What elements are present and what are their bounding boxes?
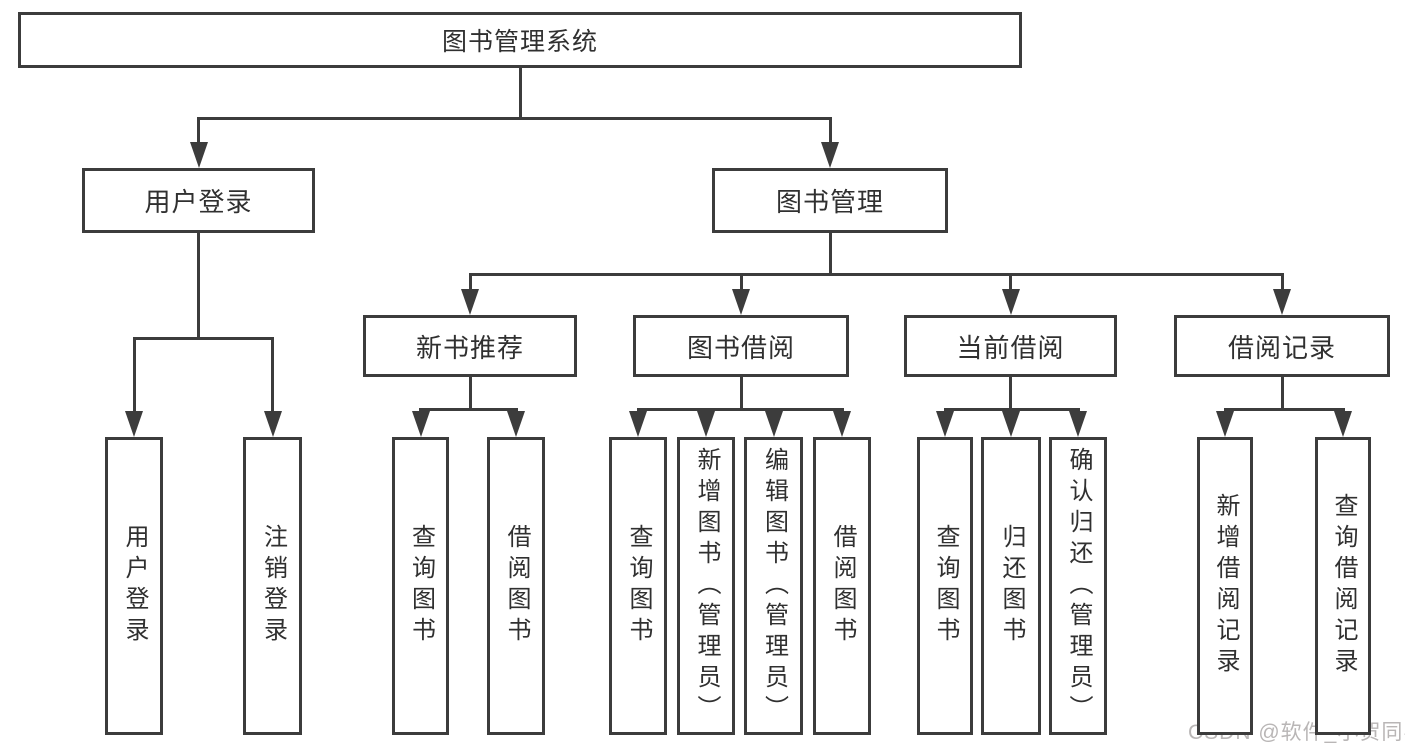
node-borrow-books-2: 借阅图书 [813,437,871,735]
node-label-new-book-rec: 新书推荐 [415,332,524,363]
edge-drop-new-book-rec [468,274,472,291]
node-label-login-group: 用户登录 [144,187,253,217]
node-label-user-login: 用户登录 [121,524,148,648]
node-user-login: 用户登录 [105,437,163,735]
node-query-books-1: 查询图书 [392,437,449,735]
arrow-down-icon [732,289,750,315]
node-borrow-records: 借阅记录 [1174,315,1390,377]
arrow-down-icon [936,411,954,437]
node-logout: 注销登录 [243,437,302,735]
arrow-down-icon [507,411,525,437]
edge-stem-book-mgmt [828,233,832,276]
node-root: 图书管理系统 [18,12,1022,68]
node-label-root: 图书管理系统 [441,28,598,56]
edge-stem-borrow-records [1280,377,1284,411]
node-label-book-mgmt: 图书管理 [775,187,884,217]
edge-drop-logout [271,338,274,413]
arrow-down-icon [1002,411,1020,437]
node-borrow-books-1: 借阅图书 [487,437,545,735]
arrow-down-icon [411,411,430,437]
node-confirm-return: 确认归还（管理员） [1049,437,1107,735]
node-label-query-borrow-record: 查询借阅记录 [1330,493,1357,679]
node-label-book-borrow: 图书借阅 [686,332,795,363]
arrow-down-icon [1069,411,1087,437]
arrow-down-icon [1216,411,1234,437]
arrow-down-icon [697,411,715,437]
node-return-books: 归还图书 [981,437,1041,735]
node-query-books-3: 查询图书 [917,437,973,735]
edge-drop-book-borrow [739,274,743,291]
node-label-edit-books: 编辑图书（管理员） [760,446,788,726]
edge-drop-borrow-records [1280,274,1284,291]
edge-stem-root [518,68,522,120]
node-add-borrow-record: 新增借阅记录 [1197,437,1253,735]
edge-rail-book-mgmt [468,272,1284,276]
edge-stem-current-borrow [1009,377,1012,411]
node-label-borrow-books-2: 借阅图书 [829,524,856,648]
node-label-logout: 注销登录 [259,524,287,648]
node-new-book-rec: 新书推荐 [363,315,577,377]
edge-rail-login-group [132,336,274,340]
node-label-borrow-records: 借阅记录 [1227,332,1336,363]
node-book-borrow: 图书借阅 [633,315,849,377]
node-label-confirm-return: 确认归还（管理员） [1065,446,1092,726]
node-label-query-books-1: 查询图书 [407,524,435,648]
arrow-down-icon [833,411,851,437]
edge-drop-user-login [132,338,136,413]
edge-rail-borrow-records [1223,407,1345,411]
node-label-query-books-2: 查询图书 [625,524,652,648]
edge-rail-book-borrow [636,407,844,411]
arrow-down-icon [189,142,208,168]
node-current-borrow: 当前借阅 [904,315,1117,377]
edge-drop-current-borrow [1009,274,1012,291]
node-label-current-borrow: 当前借阅 [956,332,1065,363]
node-label-add-books: 新增图书（管理员） [693,446,720,726]
arrow-down-icon [821,142,839,168]
arrow-down-icon [764,411,783,437]
edge-rail-root [197,116,832,120]
arrow-down-icon [1334,411,1352,437]
node-label-borrow-books-1: 借阅图书 [503,524,530,648]
node-query-books-2: 查询图书 [609,437,667,735]
node-label-query-books-3: 查询图书 [932,524,959,648]
node-label-return-books: 归还图书 [998,524,1025,648]
node-edit-books: 编辑图书（管理员） [744,437,803,735]
node-add-books: 新增图书（管理员） [677,437,735,735]
arrow-down-icon [125,411,143,437]
edge-drop-book-mgmt [828,118,832,144]
node-query-borrow-record: 查询借阅记录 [1315,437,1371,735]
arrow-down-icon [1273,289,1291,315]
arrow-down-icon [629,411,647,437]
node-label-add-borrow-record: 新增借阅记录 [1212,493,1239,679]
arrow-down-icon [263,411,282,437]
node-book-mgmt: 图书管理 [712,168,948,233]
edge-stem-book-borrow [739,377,743,411]
edge-drop-login-group [197,118,200,144]
node-login-group: 用户登录 [82,168,315,233]
edge-stem-new-book-rec [468,377,472,411]
arrow-down-icon [461,289,479,315]
edge-stem-login-group [197,233,200,340]
arrow-down-icon [1001,289,1020,315]
edge-rail-new-book-rec [419,407,518,411]
